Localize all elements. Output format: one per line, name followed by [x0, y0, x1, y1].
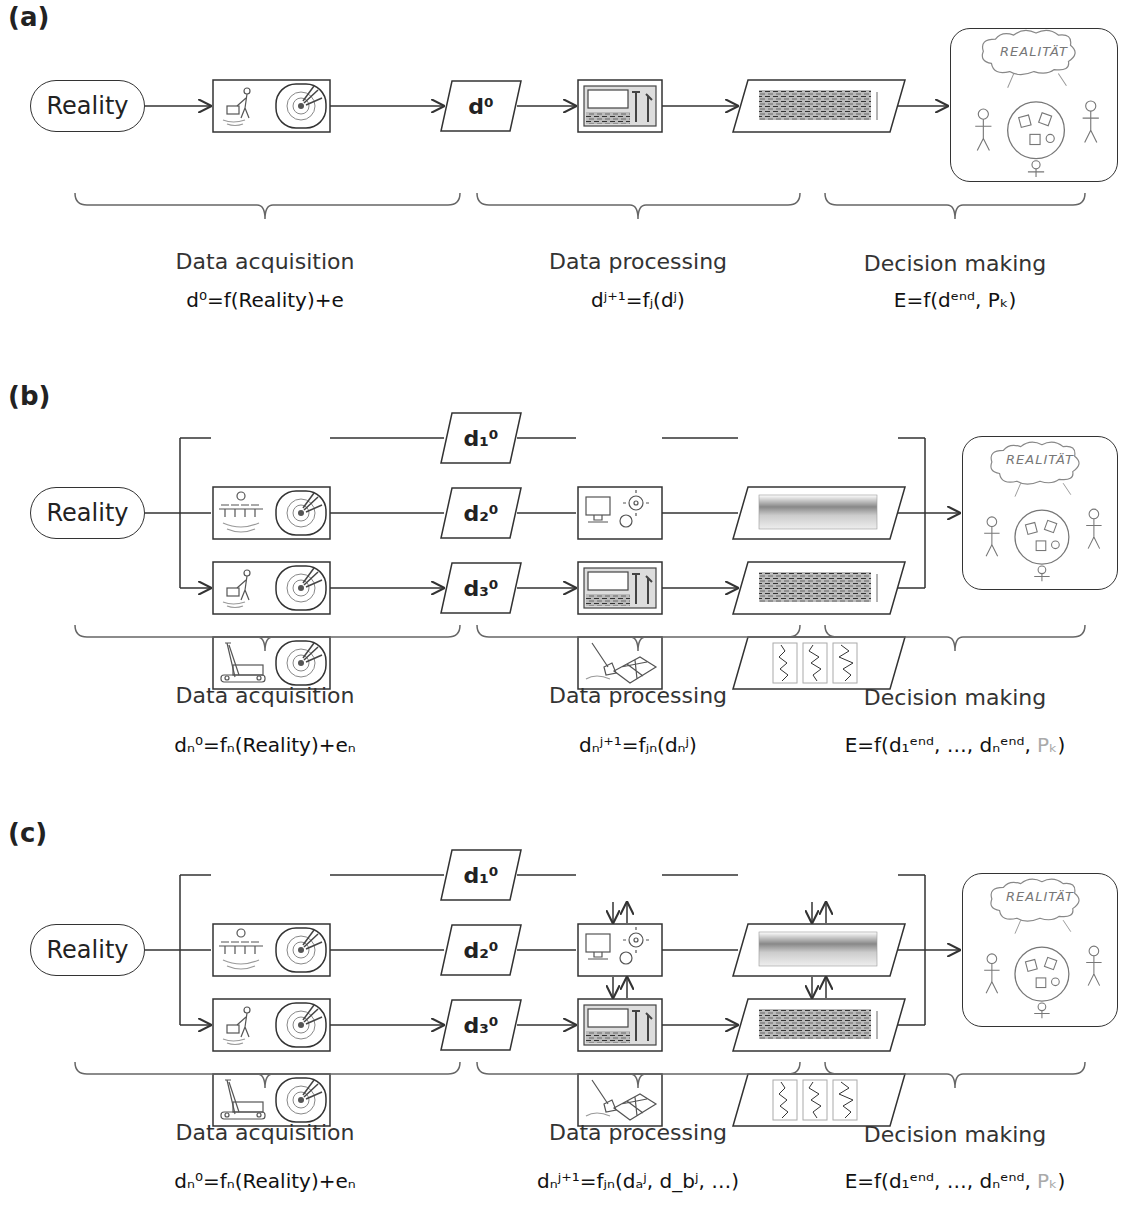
formula: E=f(dᵉⁿᵈ, Pₖ)	[894, 287, 1016, 313]
decision-box: REALITÄT	[962, 873, 1118, 1027]
label-text: Data acquisition	[176, 683, 355, 708]
panel-a-drawing	[75, 80, 1085, 219]
stage-heading: Data processing	[549, 682, 727, 710]
stage-heading: Data acquisition	[176, 682, 355, 710]
label-text: dₙ⁰=fₙ(Reality)+eₙ	[174, 733, 355, 757]
label-text: Data processing	[549, 1120, 727, 1145]
node-text: d₁⁰	[463, 426, 498, 451]
label-text: Data processing	[549, 683, 727, 708]
stage-heading: Data processing	[549, 1119, 727, 1147]
bubble-text: REALITÄT	[1000, 44, 1068, 59]
formula: dʲ⁺¹=fⱼ(dʲ)	[591, 287, 685, 313]
formula: dₙʲ⁺¹=fⱼₙ(dₙʲ)	[579, 732, 697, 758]
label-text: dₙʲ⁺¹=fⱼₙ(dₐʲ, d_bʲ, …)	[537, 1169, 739, 1193]
node-text: Reality	[46, 936, 128, 964]
data-parallelogram: d₂⁰	[440, 924, 522, 976]
stage-heading: Data acquisition	[176, 248, 355, 276]
panel-b-drawing	[75, 438, 1085, 689]
node-text: Reality	[46, 499, 128, 527]
label-text: (a)	[8, 2, 49, 32]
data-parallelogram: d⁰	[440, 80, 522, 132]
label-text: dʲ⁺¹=fⱼ(dʲ)	[591, 288, 685, 312]
prior-knowledge-term: Pₖ	[1037, 1169, 1058, 1193]
decision-box: REALITÄT	[950, 28, 1118, 182]
terminal-node: Reality	[30, 487, 145, 539]
panel-label: (c)	[8, 818, 47, 848]
formula: dₙʲ⁺¹=fⱼₙ(dₐʲ, d_bʲ, …)	[537, 1168, 739, 1194]
label-text: dₙ⁰=fₙ(Reality)+eₙ	[174, 1169, 355, 1193]
label-text: Data acquisition	[176, 249, 355, 274]
node-text: d₃⁰	[463, 576, 498, 601]
decision-box: REALITÄT	[962, 436, 1118, 590]
label-text: (b)	[8, 381, 50, 411]
label-text: Data acquisition	[176, 1120, 355, 1145]
node-text: d₃⁰	[463, 1013, 498, 1038]
label-text: E=f(dᵉⁿᵈ, Pₖ)	[894, 288, 1016, 312]
label-text: E=f(d₁ᵉⁿᵈ, …, dₙᵉⁿᵈ,	[845, 733, 1031, 757]
bubble-text: REALITÄT	[1006, 452, 1074, 467]
bubble-text: REALITÄT	[1006, 889, 1074, 904]
terminal-node: Reality	[30, 80, 145, 132]
exchange-arrows	[613, 902, 826, 998]
node-text: Reality	[46, 92, 128, 120]
data-parallelogram: d₃⁰	[440, 999, 522, 1051]
label-text: )	[1058, 1169, 1066, 1193]
panel-label: (b)	[8, 381, 50, 411]
label-text: (c)	[8, 818, 47, 848]
data-parallelogram: d₁⁰	[440, 849, 522, 901]
label-text: Decision making	[864, 1122, 1046, 1147]
node-text: d₂⁰	[463, 938, 498, 963]
data-parallelogram: d₂⁰	[440, 487, 522, 539]
stage-heading: Data acquisition	[176, 1119, 355, 1147]
label-text: E=f(d₁ᵉⁿᵈ, …, dₙᵉⁿᵈ,	[845, 1169, 1031, 1193]
prior-knowledge-term: Pₖ	[1037, 733, 1058, 757]
label-text: d⁰=f(Reality)+e	[186, 288, 344, 312]
label-text: Decision making	[864, 251, 1046, 276]
data-parallelogram: d₃⁰	[440, 562, 522, 614]
formula: dₙ⁰=fₙ(Reality)+eₙ	[174, 732, 355, 758]
formula: dₙ⁰=fₙ(Reality)+eₙ	[174, 1168, 355, 1194]
label-text: dₙʲ⁺¹=fⱼₙ(dₙʲ)	[579, 733, 697, 757]
stage-heading: Data processing	[549, 248, 727, 276]
formula: E=f(d₁ᵉⁿᵈ, …, dₙᵉⁿᵈ,Pₖ)	[845, 732, 1066, 758]
label-text: Data processing	[549, 249, 727, 274]
node-text: d⁰	[468, 94, 493, 119]
formula: E=f(d₁ᵉⁿᵈ, …, dₙᵉⁿᵈ,Pₖ)	[845, 1168, 1066, 1194]
panel-label: (a)	[8, 2, 49, 32]
formula: d⁰=f(Reality)+e	[186, 287, 344, 313]
label-text: Decision making	[864, 685, 1046, 710]
data-parallelogram: d₁⁰	[440, 412, 522, 464]
terminal-node: Reality	[30, 924, 145, 976]
stage-heading: Decision making	[864, 1121, 1046, 1149]
stage-heading: Decision making	[864, 250, 1046, 278]
label-text: )	[1058, 733, 1066, 757]
node-text: d₁⁰	[463, 863, 498, 888]
panel-c-drawing	[75, 875, 1085, 1126]
node-text: d₂⁰	[463, 501, 498, 526]
stage-heading: Decision making	[864, 684, 1046, 712]
